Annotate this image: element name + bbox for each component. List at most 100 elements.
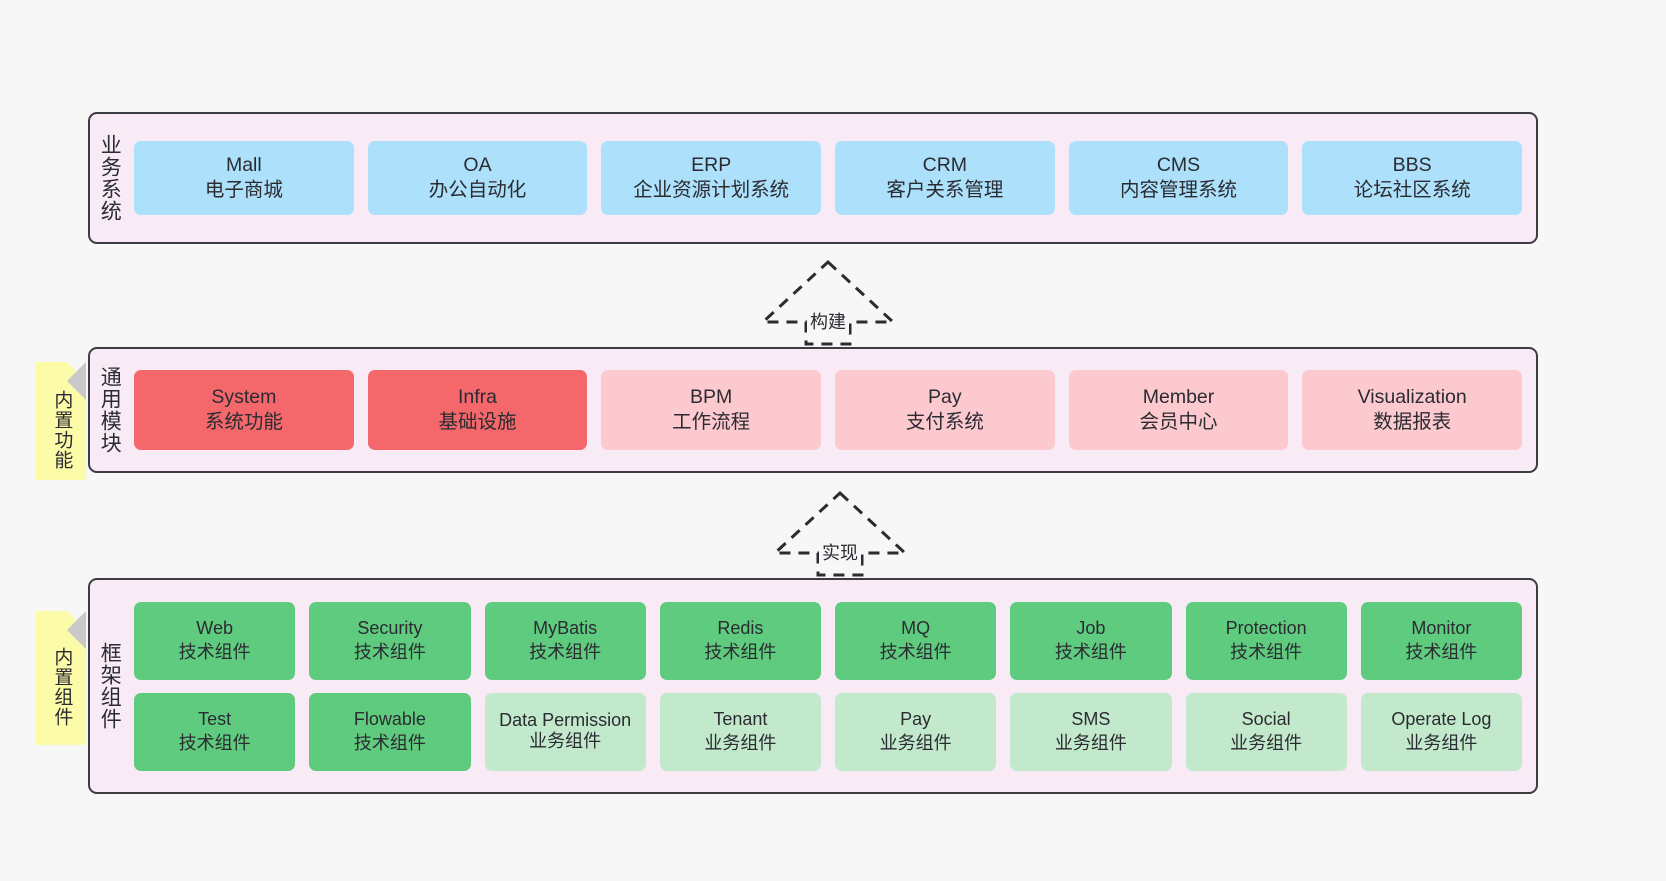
layer-module-caption: 通用模块: [98, 366, 122, 454]
item-title: Test: [198, 709, 232, 730]
module-item-infra[interactable]: Infra 基础设施: [367, 370, 588, 450]
item-title: BPM: [690, 386, 733, 409]
framework-item-operate-log[interactable]: Operate Log 业务组件: [1360, 692, 1522, 771]
item-subtitle: 业务组件: [1054, 732, 1127, 753]
framework-item-job[interactable]: Job 技术组件: [1010, 601, 1172, 680]
item-title: Tenant: [713, 709, 768, 730]
sticky-fold-icon: [67, 611, 86, 630]
item-title: BBS: [1392, 154, 1432, 177]
item-subtitle: 技术组件: [178, 641, 251, 662]
item-title: CMS: [1156, 154, 1201, 177]
layer-business-caption: 业务系统: [98, 134, 122, 222]
module-item-bpm[interactable]: BPM 工作流程: [601, 370, 822, 450]
item-subtitle: 数据报表: [1373, 411, 1452, 433]
item-title: Social: [1241, 709, 1291, 730]
framework-item-mq[interactable]: MQ 技术组件: [835, 601, 997, 680]
item-title: Infra: [457, 386, 498, 409]
item-subtitle: 会员中心: [1139, 411, 1218, 433]
business-item-mall[interactable]: Mall 电子商城: [134, 141, 354, 215]
item-subtitle: 内容管理系统: [1120, 179, 1238, 201]
framework-business-row: Test 技术组件 Flowable 技术组件 Data Permission …: [134, 692, 1522, 771]
item-subtitle: 业务组件: [1230, 732, 1303, 753]
business-item-erp[interactable]: ERP 企业资源计划系统: [601, 141, 822, 215]
business-items-row: Mall 电子商城 OA 办公自动化 ERP 企业资源计划系统 CRM 客户关系…: [134, 141, 1523, 215]
item-subtitle: 业务组件: [1405, 732, 1478, 753]
framework-item-flowable[interactable]: Flowable 技术组件: [309, 692, 471, 771]
item-subtitle: 技术组件: [1230, 641, 1303, 662]
framework-item-data-permission[interactable]: Data Permission 业务组件: [484, 692, 646, 771]
framework-item-mybatis[interactable]: MyBatis 技术组件: [484, 601, 646, 680]
item-subtitle: 业务组件: [529, 731, 602, 752]
item-subtitle: 技术组件: [529, 641, 602, 662]
business-item-cms[interactable]: CMS 内容管理系统: [1068, 141, 1289, 215]
item-subtitle: 企业资源计划系统: [633, 179, 790, 201]
item-title: Web: [196, 618, 233, 639]
item-subtitle: 技术组件: [353, 641, 426, 662]
sticky-note-label: 内置功能: [51, 390, 73, 470]
item-title: MQ: [901, 618, 931, 639]
item-subtitle: 业务组件: [879, 732, 952, 753]
item-title: MyBatis: [533, 618, 598, 639]
item-subtitle: 业务组件: [704, 732, 777, 753]
item-subtitle: 系统功能: [204, 411, 283, 433]
framework-tech-row: Web 技术组件 Security 技术组件 MyBatis 技术组件 Redi…: [134, 601, 1522, 680]
item-subtitle: 技术组件: [704, 641, 777, 662]
item-title: Pay: [928, 386, 962, 409]
item-subtitle: 工作流程: [672, 411, 751, 433]
item-subtitle: 技术组件: [879, 641, 952, 662]
item-title: Flowable: [353, 709, 426, 730]
item-title: SMS: [1071, 709, 1111, 730]
item-title: Job: [1076, 618, 1106, 639]
item-title: Pay: [900, 709, 932, 730]
item-title: Mall: [225, 154, 262, 177]
item-subtitle: 客户关系管理: [886, 179, 1004, 201]
sticky-note-builtin-components: 内置组件: [36, 611, 86, 745]
item-title: Protection: [1225, 618, 1307, 639]
framework-item-redis[interactable]: Redis 技术组件: [659, 601, 821, 680]
item-title: Data Permission: [499, 709, 632, 730]
item-title: Member: [1142, 386, 1215, 409]
framework-item-protection[interactable]: Protection 技术组件: [1185, 601, 1347, 680]
item-title: CRM: [922, 154, 968, 177]
framework-item-pay[interactable]: Pay 业务组件: [835, 692, 997, 771]
framework-item-social[interactable]: Social 业务组件: [1185, 692, 1347, 771]
connector-implement-arrow: 实现: [771, 489, 909, 577]
item-subtitle: 支付系统: [905, 411, 984, 433]
item-title: Monitor: [1411, 618, 1472, 639]
framework-item-web[interactable]: Web 技术组件: [134, 601, 296, 680]
layer-common-modules: 通用模块 System 系统功能 Infra 基础设施 BPM 工作流程 Pay…: [88, 347, 1538, 473]
module-item-pay[interactable]: Pay 支付系统: [835, 370, 1055, 450]
connector-build-label: 构建: [807, 308, 849, 334]
framework-item-test[interactable]: Test 技术组件: [134, 692, 296, 771]
sticky-note-label: 内置组件: [51, 647, 73, 727]
item-subtitle: 技术组件: [178, 732, 251, 753]
business-item-bbs[interactable]: BBS 论坛社区系统: [1302, 141, 1523, 215]
item-title: Security: [357, 618, 423, 639]
business-item-oa[interactable]: OA 办公自动化: [367, 141, 588, 215]
item-subtitle: 技术组件: [1405, 641, 1478, 662]
item-subtitle: 电子商城: [204, 179, 283, 201]
framework-item-tenant[interactable]: Tenant 业务组件: [659, 692, 821, 771]
module-item-visualization[interactable]: Visualization 数据报表: [1302, 370, 1523, 450]
business-item-crm[interactable]: CRM 客户关系管理: [835, 141, 1055, 215]
item-subtitle: 技术组件: [1054, 641, 1127, 662]
framework-item-monitor[interactable]: Monitor 技术组件: [1360, 601, 1522, 680]
connector-implement-label: 实现: [819, 539, 861, 565]
item-title: System: [211, 386, 277, 409]
framework-item-security[interactable]: Security 技术组件: [309, 601, 471, 680]
sticky-fold-icon: [67, 362, 86, 381]
item-title: ERP: [691, 154, 732, 177]
framework-item-sms[interactable]: SMS 业务组件: [1010, 692, 1172, 771]
sticky-note-builtin-features: 内置功能: [36, 362, 86, 480]
item-subtitle: 办公自动化: [428, 179, 527, 201]
connector-build-arrow: 构建: [759, 258, 897, 346]
module-item-system[interactable]: System 系统功能: [134, 370, 354, 450]
item-title: Redis: [717, 618, 764, 639]
layer-business-body: Mall 电子商城 OA 办公自动化 ERP 企业资源计划系统 CRM 客户关系…: [128, 114, 1536, 242]
module-item-member[interactable]: Member 会员中心: [1068, 370, 1289, 450]
item-title: Operate Log: [1391, 709, 1492, 730]
item-subtitle: 论坛社区系统: [1353, 179, 1471, 201]
layer-business-systems: 业务系统 Mall 电子商城 OA 办公自动化 ERP 企业资源计划系统 CRM…: [88, 112, 1538, 244]
layer-framework-caption: 框架组件: [98, 642, 122, 730]
